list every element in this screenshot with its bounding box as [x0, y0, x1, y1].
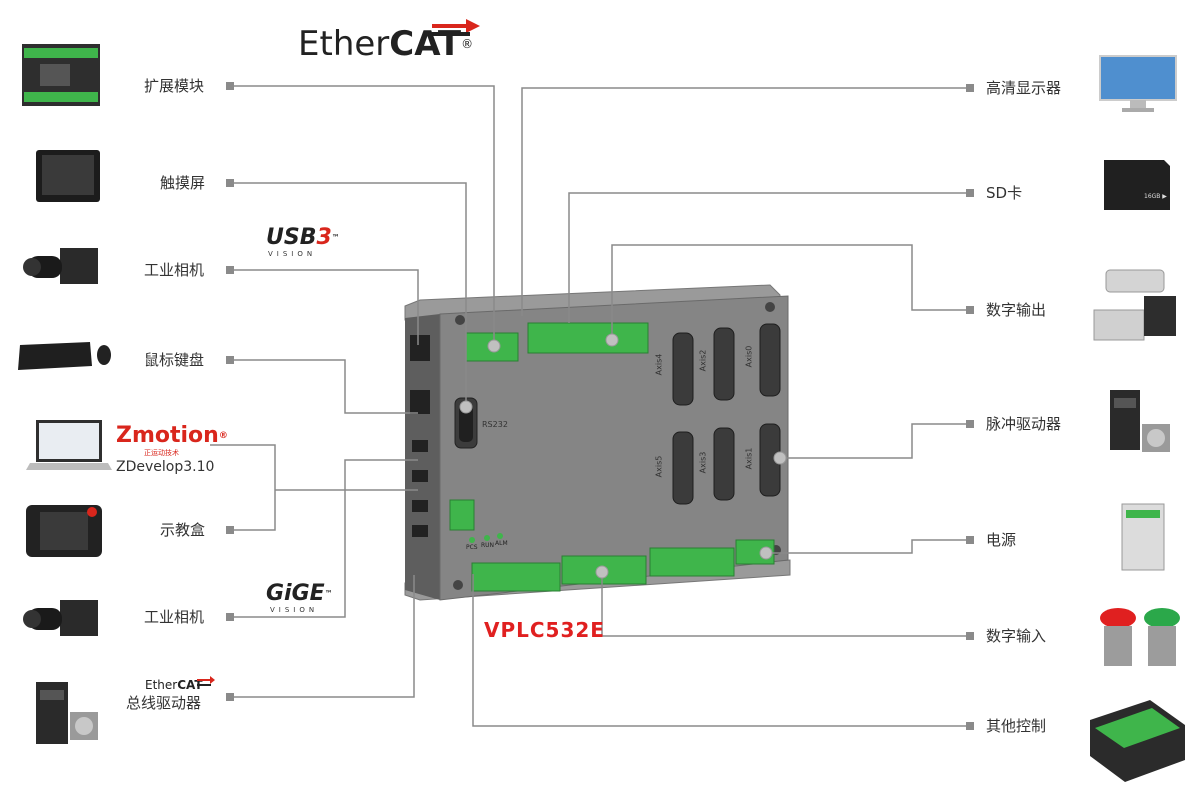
right-label-sd-card: SD卡 — [986, 184, 1023, 202]
left-label-teach-pendant: 示教盒 — [160, 521, 206, 539]
product-model-label: VPLC532E — [484, 618, 605, 642]
ethercat-logo-top: EtherCAT® — [298, 24, 474, 64]
pneumatic-valve-icon — [1093, 269, 1176, 341]
right-label-power: 电源 — [986, 531, 1017, 549]
left-label-bus-servo-drive: 总线驱动器 — [126, 694, 202, 712]
touchscreen-icon — [36, 150, 100, 202]
mouse-keyboard-icon — [18, 342, 111, 370]
industrial-camera-icon — [23, 248, 98, 284]
industrial-camera-icon-2 — [23, 600, 98, 636]
teach-pendant-icon — [26, 505, 102, 557]
monitor-icon — [1099, 55, 1177, 112]
right-label-hd-monitor: 高清显示器 — [986, 79, 1062, 97]
axis3-label: Axis3 — [698, 451, 708, 474]
axis4-label: Axis4 — [654, 353, 664, 376]
wires — [210, 85, 970, 727]
ethercat-arrows-icon — [432, 19, 480, 36]
push-buttons-icon — [1100, 608, 1180, 666]
led-label-pcs: PCS — [466, 544, 478, 551]
left-label-industrial-camera-usb: 工业相机 — [144, 261, 205, 279]
axis1-label: Axis1 — [744, 447, 754, 470]
left-label-zdevelop: ZDevelop3.10 — [116, 459, 215, 475]
sd-card-icon — [1104, 160, 1170, 210]
expansion-module-icon — [22, 44, 100, 106]
bus-servo-drive-icon — [36, 682, 98, 744]
usb3-vision-logo: USB3™ VISION — [266, 225, 340, 259]
left-label-touchscreen: 触摸屏 — [160, 174, 206, 192]
pulse-servo-drive-icon — [1110, 390, 1170, 452]
right-label-other-control: 其他控制 — [986, 717, 1047, 735]
axis0-label: Axis0 — [744, 345, 754, 368]
led-label-run: RUN — [481, 542, 495, 549]
left-label-expansion-module: 扩展模块 — [144, 77, 205, 95]
ethercat-logo-small: EtherCAT — [145, 678, 203, 692]
led-label-alm: ALM — [495, 540, 508, 547]
right-label-digital-output: 数字输出 — [986, 301, 1047, 319]
power-supply-icon — [1121, 503, 1165, 571]
axis5-label: Axis5 — [654, 455, 664, 478]
ethercat-small-arrows-icon — [197, 676, 215, 686]
sd-card-capacity: 16GB ▶ — [1144, 193, 1167, 200]
vplc532e-controller — [404, 284, 791, 601]
laptop-icon — [26, 420, 112, 470]
zmotion-logo: Zmotion® 正运动技术 — [116, 423, 228, 458]
right-label-pulse-drive: 脉冲驱动器 — [986, 415, 1062, 433]
axis2-label: Axis2 — [698, 349, 708, 372]
gige-vision-logo: GiGE™ VISION — [266, 581, 333, 615]
left-label-mouse-keyboard: 鼠标键盘 — [144, 351, 205, 369]
rs232-label: RS232 — [482, 420, 508, 429]
left-label-industrial-camera-gige: 工业相机 — [144, 608, 205, 626]
plc-module-icon — [1090, 700, 1185, 782]
right-label-digital-input: 数字输入 — [986, 627, 1047, 645]
